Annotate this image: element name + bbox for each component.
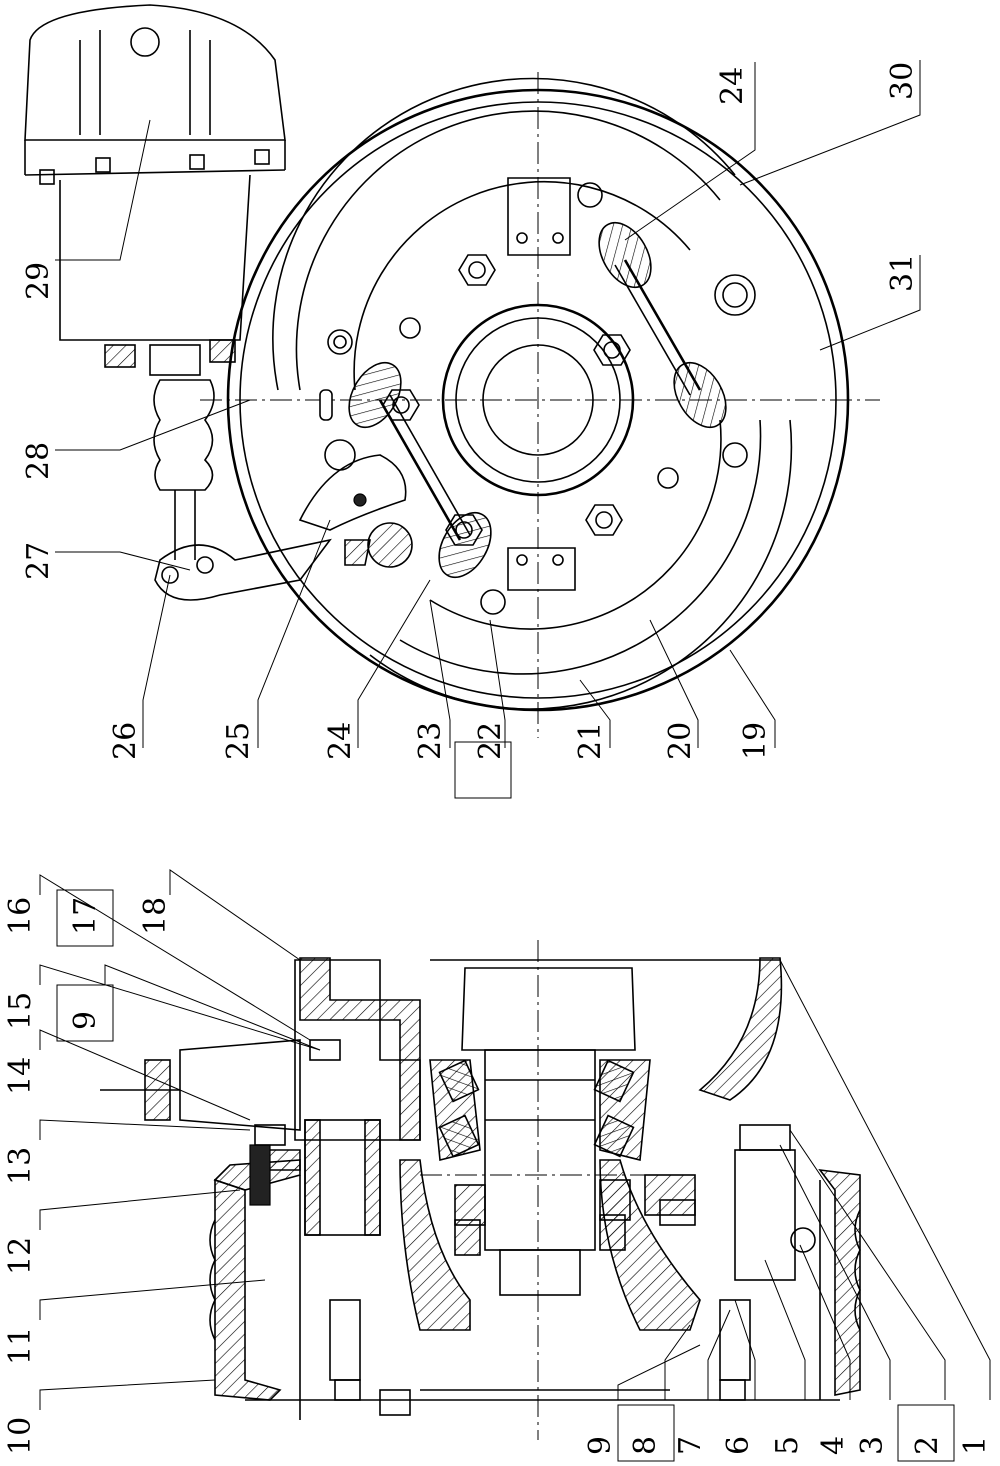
front-view-leaders <box>55 60 921 748</box>
cam-shaft <box>367 522 413 568</box>
backing-plate-inner <box>239 101 837 699</box>
brake-section-view: 1 2 3 4 5 6 7 8 9 10 11 12 13 14 15 9 16… <box>3 869 993 1462</box>
label-23: 23 <box>413 722 448 760</box>
shoe-lining-lower <box>399 419 762 675</box>
label-30: 30 <box>885 62 920 100</box>
label-4: 4 <box>816 1436 851 1455</box>
brake-front-view: 19 20 21 22 23 24 25 26 27 28 29 24 30 3… <box>21 4 921 799</box>
label-24-lower: 24 <box>323 722 358 760</box>
drum-lower <box>818 1168 861 1396</box>
shoe-lining-upper <box>295 110 721 391</box>
shoe-lower-outer <box>369 419 793 710</box>
label-21: 21 <box>573 722 608 760</box>
label-11: 11 <box>3 1327 38 1365</box>
label-25: 25 <box>221 722 256 760</box>
label-18: 18 <box>138 897 173 935</box>
label-9-upper: 9 <box>68 1011 103 1030</box>
slack-adjuster <box>294 959 421 1141</box>
cam-lever <box>298 454 407 531</box>
hub-outer <box>441 303 635 497</box>
label-12: 12 <box>3 1237 38 1275</box>
anchor-bracket-top <box>507 177 571 256</box>
label-31: 31 <box>885 254 920 292</box>
anchor-bracket-bottom <box>507 547 576 591</box>
label-1: 1 <box>958 1436 993 1455</box>
label-26: 26 <box>108 722 143 760</box>
label-8: 8 <box>628 1436 663 1455</box>
label-28: 28 <box>21 442 56 480</box>
label-10: 10 <box>3 1417 38 1455</box>
label-27: 27 <box>21 542 56 580</box>
label-7: 7 <box>673 1436 708 1455</box>
shoe-web-upper <box>353 180 691 391</box>
label-15: 15 <box>3 992 38 1030</box>
axle-cone <box>461 967 636 1051</box>
return-springs <box>348 221 727 579</box>
label-24-upper: 24 <box>715 67 750 105</box>
label-6: 6 <box>721 1436 756 1455</box>
label-20: 20 <box>663 722 698 760</box>
shoe-web-lower <box>429 419 722 630</box>
label-5: 5 <box>770 1436 805 1455</box>
label-16: 16 <box>3 897 38 935</box>
shoe-upper-outer <box>272 77 736 391</box>
label-13: 13 <box>3 1147 38 1185</box>
label-14: 14 <box>3 1057 38 1095</box>
hub-bore <box>482 344 594 456</box>
front-view-labels: 19 20 21 22 23 24 25 26 27 28 29 24 30 3… <box>21 62 920 760</box>
label-22: 22 <box>473 722 508 760</box>
hub-ring <box>455 317 621 483</box>
drum-flange <box>698 957 783 1101</box>
label-2: 2 <box>910 1436 945 1455</box>
drum-upper <box>214 1178 282 1401</box>
label-3: 3 <box>855 1436 890 1455</box>
brake-chamber <box>24 4 286 376</box>
section-view-labels: 1 2 3 4 5 6 7 8 9 10 11 12 13 14 15 9 16… <box>3 897 993 1455</box>
label-29: 29 <box>21 262 56 300</box>
label-19: 19 <box>738 722 773 760</box>
section-view-leaders <box>39 869 991 1410</box>
label-9-lower: 9 <box>583 1436 618 1455</box>
backing-plate-outer <box>226 88 850 712</box>
